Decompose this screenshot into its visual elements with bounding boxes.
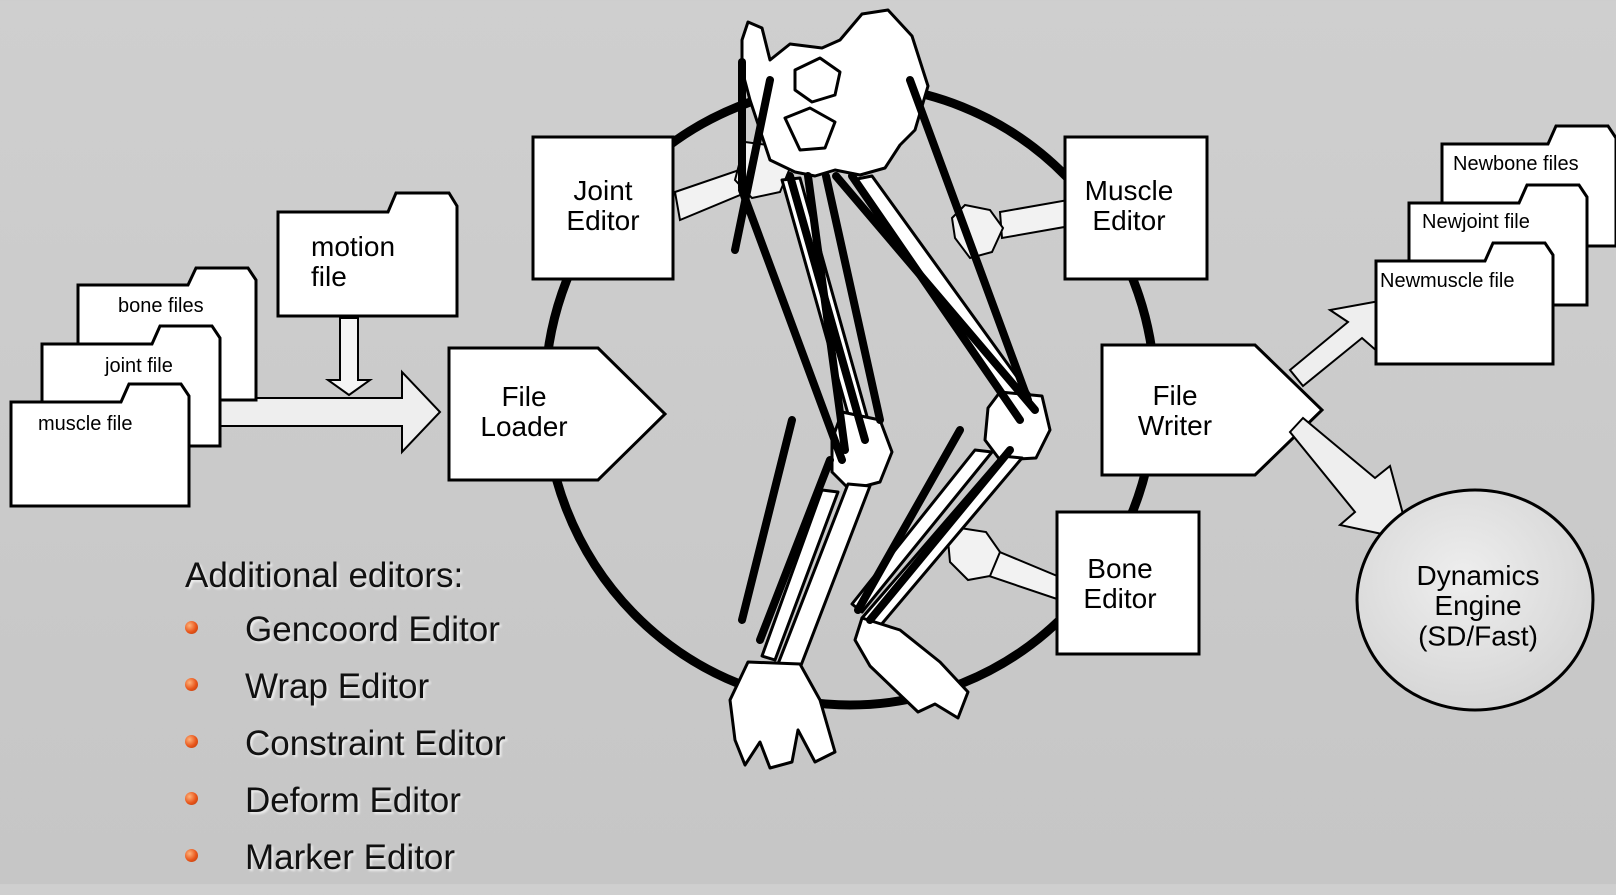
bullet-icon	[185, 735, 198, 748]
bullet-icon	[185, 621, 198, 634]
motion-arrow	[328, 318, 370, 395]
list-item-label: Constraint Editor	[245, 724, 506, 763]
bullet-icon	[185, 792, 198, 805]
bullet-icon	[185, 849, 198, 862]
bullet-icon	[185, 678, 198, 691]
bone-files-label: bone files	[118, 295, 204, 317]
list-item: Gencoord Editor	[185, 610, 506, 667]
list-item-label: Marker Editor	[245, 838, 455, 877]
list-item-label: Gencoord Editor	[245, 610, 500, 649]
additional-editors-heading: Additional editors:	[185, 556, 506, 596]
muscle-file-folder-icon: muscle file	[11, 384, 189, 506]
list-item-label: Wrap Editor	[245, 667, 429, 706]
newbone-files-label: Newbone files	[1453, 153, 1579, 175]
output-arrow-files	[1290, 300, 1385, 386]
list-item: Wrap Editor	[185, 667, 506, 724]
list-item-label: Deform Editor	[245, 781, 461, 820]
additional-editors: Additional editors: Gencoord Editor Wrap…	[185, 556, 506, 895]
muscle-file-label: muscle file	[38, 413, 132, 435]
bone-editor-connector	[948, 528, 1062, 600]
joint-file-label: joint file	[104, 355, 173, 377]
list-item: Deform Editor	[185, 781, 506, 838]
newjoint-file-label: Newjoint file	[1422, 211, 1530, 233]
list-item: Marker Editor	[185, 838, 506, 895]
newmuscle-file-label: Newmuscle file	[1380, 270, 1514, 292]
newmuscle-file-folder-icon: Newmuscle file	[1376, 243, 1553, 364]
list-item: Constraint Editor	[185, 724, 506, 781]
additional-editors-list: Gencoord Editor Wrap Editor Constraint E…	[185, 610, 506, 895]
